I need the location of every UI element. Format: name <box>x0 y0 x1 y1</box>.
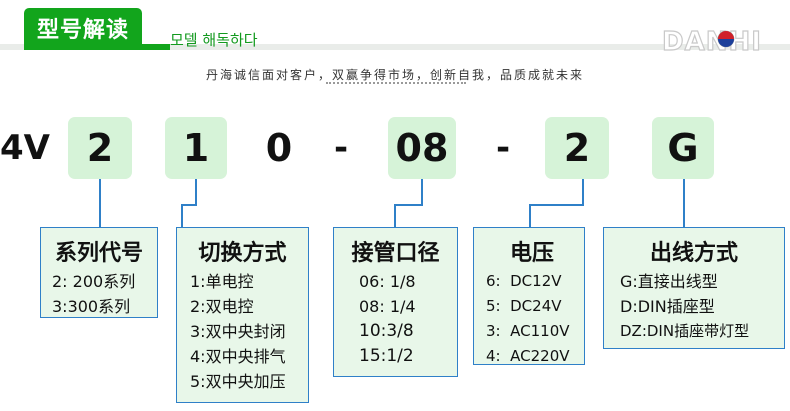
desc-line: 15:1/2 <box>359 346 414 366</box>
desc-line: 3: AC110V <box>486 322 570 340</box>
code-box-port-size: 08 <box>388 117 456 179</box>
connector-line <box>394 204 423 206</box>
connector-line <box>99 179 101 227</box>
code-separator: - <box>496 128 511 168</box>
desc-box-series: 系列代号 2: 200系列 3:300系列 <box>40 227 158 318</box>
code-box-switch-mode: 1 <box>165 117 227 179</box>
desc-title: 出线方式 <box>649 241 738 266</box>
desc-line: 3:300系列 <box>52 297 131 316</box>
desc-line: DZ:DIN插座带灯型 <box>620 322 750 340</box>
desc-line: 3:双中央封闭 <box>190 322 286 341</box>
brand-logo: DANHI <box>661 26 762 54</box>
code-box-zero: 0 <box>244 117 314 179</box>
desc-line: D:DIN插座型 <box>620 297 715 316</box>
connector-line <box>529 204 531 227</box>
desc-line: 06: 1/8 <box>359 272 416 291</box>
desc-line: 2:双电控 <box>190 297 254 316</box>
desc-box-switch-mode: 切换方式 1:单电控 2:双电控 3:双中央封闭 4:双中央排气 5:双中央加压 <box>176 227 309 403</box>
code-separator: - <box>334 128 349 168</box>
connector-line <box>394 204 396 227</box>
desc-line: G:直接出线型 <box>620 272 718 291</box>
connector-line <box>181 204 183 227</box>
desc-line: 1:单电控 <box>190 272 254 291</box>
desc-title: 系列代号 <box>54 241 143 266</box>
connector-line <box>195 179 197 205</box>
desc-title: 电压 <box>510 241 555 266</box>
code-box-voltage: 2 <box>545 117 609 179</box>
desc-box-port-size: 接管口径 06: 1/8 08: 1/4 10:3/8 15:1/2 <box>333 227 458 377</box>
korea-flag-icon <box>717 30 735 48</box>
connector-line <box>421 179 423 205</box>
desc-title: 切换方式 <box>198 241 287 266</box>
connector-line <box>181 204 197 206</box>
brand-logo-text: DANHI <box>662 27 762 54</box>
connector-line <box>582 179 584 205</box>
slogan: 丹海诚信面对客户，双赢争得市场，创新自我，品质成就未来 <box>205 68 584 82</box>
code-box-wiring: G <box>652 117 714 179</box>
code-box-series: 2 <box>68 117 132 179</box>
slogan-underline <box>326 82 466 84</box>
desc-line: 4: AC220V <box>486 347 570 365</box>
desc-box-wiring: 出线方式 G:直接出线型 D:DIN插座型 DZ:DIN插座带灯型 <box>603 227 785 349</box>
connector-line <box>683 179 685 227</box>
desc-title: 接管口径 <box>351 241 440 266</box>
desc-box-voltage: 电压 6: DC12V 5: DC24V 3: AC110V 4: AC220V <box>473 227 585 365</box>
connector-line <box>529 204 584 206</box>
desc-line: 2: 200系列 <box>52 272 136 291</box>
desc-line: 6: DC12V <box>486 272 562 290</box>
desc-line: 5:双中央加压 <box>190 372 286 391</box>
desc-line: 08: 1/4 <box>359 297 416 316</box>
header-divider <box>0 44 790 50</box>
header-subtitle: 모델 해독하다 <box>170 31 258 49</box>
header-tab-title: 型号解读 <box>24 8 142 48</box>
desc-line: 10:3/8 <box>359 321 414 341</box>
model-prefix: 4V <box>0 128 50 168</box>
desc-line: 5: DC24V <box>486 297 562 315</box>
desc-line: 4:双中央排气 <box>190 347 286 366</box>
